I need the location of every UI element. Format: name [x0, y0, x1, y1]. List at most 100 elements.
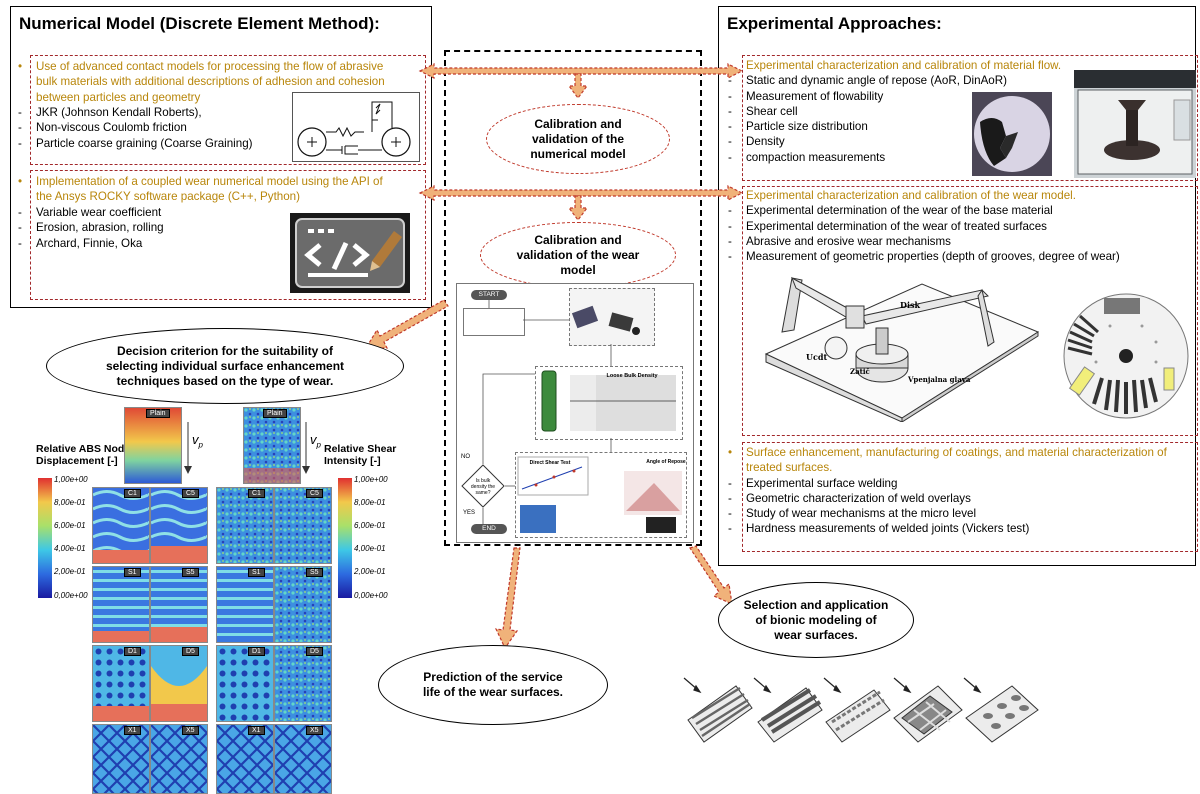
plain-tag-right: Plain	[263, 409, 287, 418]
right-tick-2: 8,00e-01	[354, 498, 386, 507]
left-tick-5: 2,00e-01	[54, 567, 86, 576]
tag-x5-right: X5	[306, 726, 323, 735]
double-arrow-top	[418, 63, 744, 79]
tag-c1-right: C1	[248, 489, 265, 498]
label-zatic: Zatič	[850, 367, 870, 376]
flowchart-connectors	[482, 300, 612, 524]
tag-s1-right: S1	[248, 568, 265, 577]
vp-arrow-left	[184, 420, 204, 476]
right-tick-4: 4,00e-01	[354, 544, 386, 553]
tag-s5-left: S5	[182, 568, 199, 577]
wear-model-box	[742, 186, 1198, 436]
tag-d5-left: D5	[182, 647, 199, 656]
contour-d5-displacement	[150, 645, 208, 722]
contour-x1-shear	[216, 724, 274, 794]
plain-shear	[243, 407, 301, 484]
right-colorbar	[338, 478, 352, 598]
flowchart-shear-aor-box: Direct Shear Test Angle of Repose	[515, 452, 687, 538]
vp-label-right: vp	[310, 432, 321, 450]
tag-s1-left: S1	[124, 568, 141, 577]
left-colorbar	[38, 478, 52, 598]
left-tick-4: 4,00e-01	[54, 544, 86, 553]
density-chart-title: Loose Bulk Density	[606, 373, 658, 379]
tag-d5-right: D5	[306, 647, 323, 656]
contour-d5-shear	[274, 645, 332, 722]
material-flow-box	[742, 55, 1198, 181]
contour-d1-shear	[216, 645, 274, 722]
flowability-photo	[1074, 70, 1196, 178]
shear-test-title: Direct Shear Test	[530, 460, 571, 466]
surface-enhancement-list: •Surface enhancement, manufacturing of c…	[728, 446, 1167, 536]
flowchart-input-box	[463, 308, 525, 336]
contour-x1-displacement	[92, 724, 150, 794]
tag-x1-right: X1	[248, 726, 265, 735]
specimen-disk	[1063, 293, 1189, 419]
contact-models-lead: •Use of advanced contact models for proc…	[18, 60, 385, 104]
contact-models-box	[30, 55, 426, 165]
flowchart-end: END	[471, 524, 507, 534]
contour-c1-displacement	[92, 487, 150, 564]
decision-no: NO	[461, 454, 470, 460]
code-api-icon	[290, 213, 410, 293]
down-arrow-top	[567, 73, 589, 99]
arrow-to-bionic	[689, 545, 733, 605]
arrow-to-prediction	[494, 547, 521, 650]
contour-s1-displacement	[92, 566, 150, 643]
tag-c5-right: C5	[306, 489, 323, 498]
wear-test-machine: Disk Ucdt Zatič Vpenjalna glava	[764, 276, 1040, 422]
calibration-flowchart: START Loose Bulk Density Is bulk density…	[456, 283, 694, 543]
tag-s5-right: S5	[306, 568, 323, 577]
label-vpenjalna-glava: Vpenjalna glava	[907, 375, 971, 384]
bionic-surfaces	[683, 677, 1039, 743]
tag-x1-left: X1	[124, 726, 141, 735]
wear-model-list: Experimental characterization and calibr…	[728, 189, 1120, 264]
contact-models-list: -JKR (Johnson Kendall Roberts), -Non-vis…	[18, 106, 253, 150]
double-arrow-middle	[418, 185, 744, 201]
right-tick-1: 1,00e+00	[354, 475, 388, 484]
contour-c5-shear	[274, 487, 332, 564]
plain-tag-left: Plain	[146, 409, 170, 418]
down-arrow-middle	[567, 195, 589, 221]
vp-label-left: vp	[192, 432, 203, 450]
flowchart-material-box	[569, 288, 655, 346]
contour-s5-displacement	[150, 566, 208, 643]
flowchart-start: START	[471, 290, 507, 300]
contour-x5-shear	[274, 724, 332, 794]
tag-c1-left: C1	[124, 489, 141, 498]
right-tick-5: 2,00e-01	[354, 567, 386, 576]
decision-yes: YES	[463, 510, 476, 516]
contour-x5-displacement	[150, 724, 208, 794]
coupled-wear-lead: •Implementation of a coupled wear numeri…	[18, 175, 383, 204]
material-flow-list: Experimental characterization and calibr…	[728, 59, 1062, 164]
arrow-to-decision	[364, 299, 449, 349]
label-ucdt: Ucdt	[806, 352, 827, 362]
tag-c5-left: C5	[182, 489, 199, 498]
decision-text: Is bulk density the same?	[470, 478, 496, 496]
right-tick-3: 6,00e-01	[354, 521, 386, 530]
surface-enhancement-box	[742, 442, 1198, 552]
contour-d1-displacement	[92, 645, 150, 722]
contour-s5-shear	[274, 566, 332, 643]
left-tick-6: 0,00e+00	[54, 591, 88, 600]
angle-of-repose-photo	[972, 92, 1052, 176]
contact-model-schematic	[292, 92, 420, 162]
label-disk: Disk	[900, 300, 920, 310]
tag-x5-left: X5	[182, 726, 199, 735]
vp-arrow-right	[302, 420, 322, 476]
left-tick-3: 6,00e-01	[54, 521, 86, 530]
contour-c1-shear	[216, 487, 274, 564]
flowchart-decision: Is bulk density the same?	[461, 464, 505, 508]
aor-title: Angle of Repose	[646, 459, 686, 465]
numerical-model-title: Numerical Model (Discrete Element Method…	[19, 14, 380, 33]
experimental-title: Experimental Approaches:	[727, 14, 942, 33]
contour-s1-shear	[216, 566, 274, 643]
tag-d1-left: D1	[124, 647, 141, 656]
right-tick-6: 0,00e+00	[354, 591, 388, 600]
